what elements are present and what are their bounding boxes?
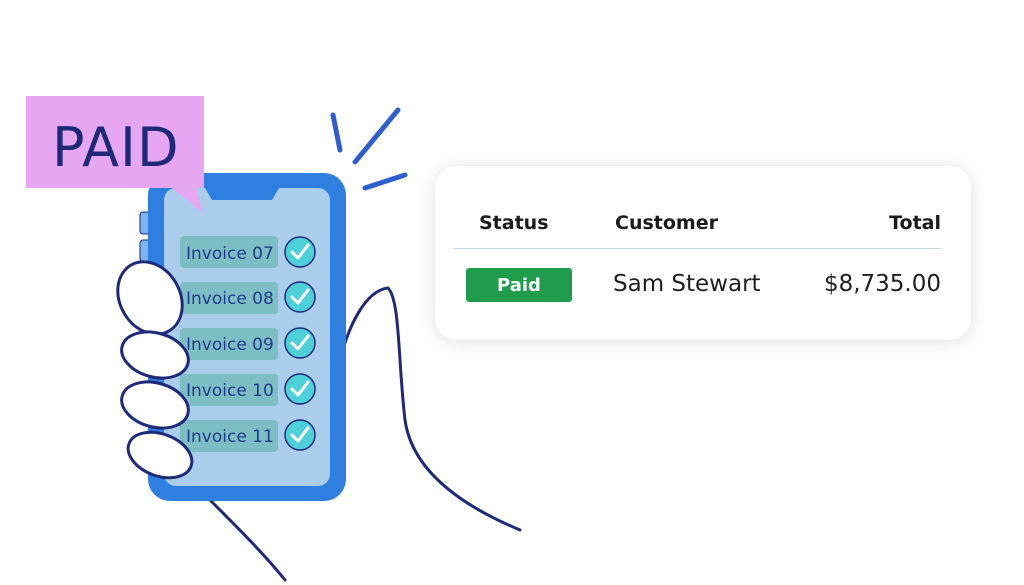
paid-bubble-text: PAID bbox=[52, 116, 180, 179]
invoice-item: Invoice 09 bbox=[180, 327, 316, 360]
check-icon bbox=[284, 419, 316, 451]
check-icon bbox=[284, 373, 316, 405]
customer-column-header: Customer bbox=[615, 212, 718, 234]
emphasis-lines bbox=[330, 107, 408, 191]
status-badge: Paid bbox=[466, 268, 572, 302]
invoice-item: Invoice 11 bbox=[180, 419, 316, 452]
invoice-item: Invoice 10 bbox=[180, 373, 316, 406]
table-header-row: Status Customer Total bbox=[453, 200, 941, 249]
phone-notch bbox=[205, 188, 279, 200]
hand-outline bbox=[338, 286, 522, 532]
invoice-item-label: Invoice 11 bbox=[186, 427, 274, 447]
fingers bbox=[116, 260, 194, 480]
total-column-header: Total bbox=[889, 212, 941, 234]
total-cell: $8,735.00 bbox=[823, 271, 941, 297]
invoice-item-label: Invoice 09 bbox=[186, 335, 274, 355]
check-icon bbox=[284, 327, 316, 359]
invoice-item-label: Invoice 08 bbox=[186, 289, 274, 309]
invoice-item: Invoice 08 bbox=[180, 281, 316, 314]
invoice-item: Invoice 07 bbox=[180, 236, 316, 268]
check-icon bbox=[284, 281, 316, 313]
status-column-header: Status bbox=[479, 212, 549, 234]
arm-outline bbox=[206, 496, 287, 582]
invoice-item-label: Invoice 10 bbox=[186, 381, 274, 401]
table-row[interactable]: Paid Sam Stewart $8,735.00 bbox=[453, 266, 941, 306]
paid-speech-bubble: PAID bbox=[26, 96, 204, 213]
invoice-table-card: Status Customer Total Paid Sam Stewart $… bbox=[435, 166, 971, 340]
invoice-list: Invoice 07 Invoice 08 Invoice 09 Invoice… bbox=[180, 236, 316, 452]
check-icon bbox=[284, 236, 316, 268]
invoice-item-label: Invoice 07 bbox=[186, 244, 274, 264]
customer-cell: Sam Stewart bbox=[613, 271, 761, 297]
